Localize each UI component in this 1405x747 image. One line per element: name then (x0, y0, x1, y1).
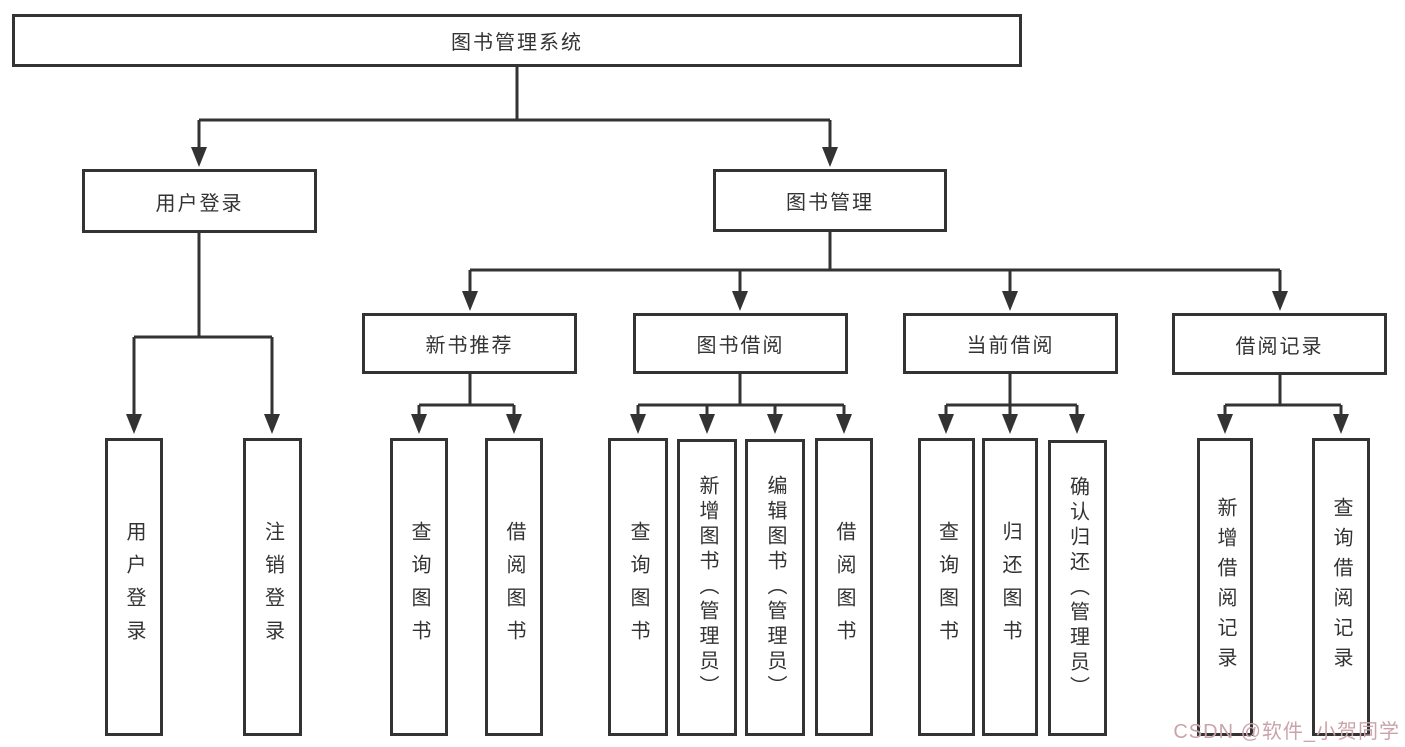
node-user-login-label: 用户登录 (155, 192, 244, 215)
node-borrow-record: 借阅记录 (1172, 313, 1387, 375)
leaf-user-login: 用户登录 (105, 438, 163, 736)
leaf-bb-edit-book-admin: 编辑图书（管理员） (745, 439, 805, 736)
leaf-br-add-record: 新增借阅记录 (1197, 438, 1253, 736)
leaf-bb-edit-book-admin-label: 编辑图书（管理员） (764, 475, 786, 700)
leaf-nb-query-book-label: 查询图书 (408, 521, 430, 653)
leaf-logout-login: 注销登录 (243, 438, 302, 736)
connector-book-borrow-children (630, 374, 852, 434)
node-current-borrow: 当前借阅 (903, 313, 1118, 374)
leaf-bb-borrow-book-label: 借阅图书 (833, 521, 855, 653)
node-current-borrow-label: 当前借阅 (966, 335, 1055, 357)
connector-new-book-children (411, 374, 522, 434)
leaf-cb-query-book: 查询图书 (918, 438, 975, 736)
node-new-book-rec: 新书推荐 (362, 313, 577, 374)
leaf-cb-confirm-return-admin-label: 确认归还（管理员） (1066, 475, 1089, 701)
leaf-cb-query-book-label: 查询图书 (935, 521, 958, 653)
leaf-bb-query-book-label: 查询图书 (627, 521, 649, 653)
connector-root-to-level1 (191, 67, 838, 167)
leaf-br-query-record: 查询借阅记录 (1312, 438, 1370, 736)
connector-borrow-record-children (1217, 375, 1349, 434)
leaf-nb-borrow-book-label: 借阅图书 (503, 521, 525, 653)
connector-user-login-children (126, 233, 280, 434)
node-root: 图书管理系统 (12, 14, 1022, 67)
node-root-label: 图书管理系统 (451, 32, 583, 54)
leaf-nb-borrow-book: 借阅图书 (485, 438, 543, 736)
node-user-login: 用户登录 (82, 169, 317, 233)
leaf-bb-borrow-book: 借阅图书 (815, 438, 873, 736)
leaf-bb-add-book-admin: 新增图书（管理员） (677, 439, 737, 736)
leaf-cb-return-book-label: 归还图书 (999, 521, 1021, 653)
leaf-br-query-record-label: 查询借阅记录 (1330, 497, 1352, 677)
node-book-borrow: 图书借阅 (633, 313, 848, 374)
csdn-watermark: CSDN @软件_小贺同学 (1173, 721, 1400, 743)
leaf-nb-query-book: 查询图书 (390, 438, 448, 736)
leaf-cb-return-book: 归还图书 (982, 438, 1038, 736)
connector-current-borrow-children (938, 374, 1085, 434)
leaf-bb-add-book-admin-label: 新增图书（管理员） (696, 475, 718, 700)
leaf-br-add-record-label: 新增借阅记录 (1214, 497, 1236, 677)
connector-book-mgmt-children (462, 232, 1288, 311)
leaf-logout-login-label: 注销登录 (261, 521, 284, 653)
node-new-book-rec-label: 新书推荐 (425, 335, 514, 357)
leaf-cb-confirm-return-admin: 确认归还（管理员） (1048, 440, 1107, 736)
node-book-mgmt: 图书管理 (713, 169, 947, 232)
leaf-user-login-label: 用户登录 (123, 521, 145, 653)
leaf-bb-query-book: 查询图书 (608, 438, 668, 736)
node-book-borrow-label: 图书借阅 (696, 335, 785, 357)
node-borrow-record-label: 借阅记录 (1235, 335, 1324, 358)
node-book-mgmt-label: 图书管理 (786, 192, 874, 214)
